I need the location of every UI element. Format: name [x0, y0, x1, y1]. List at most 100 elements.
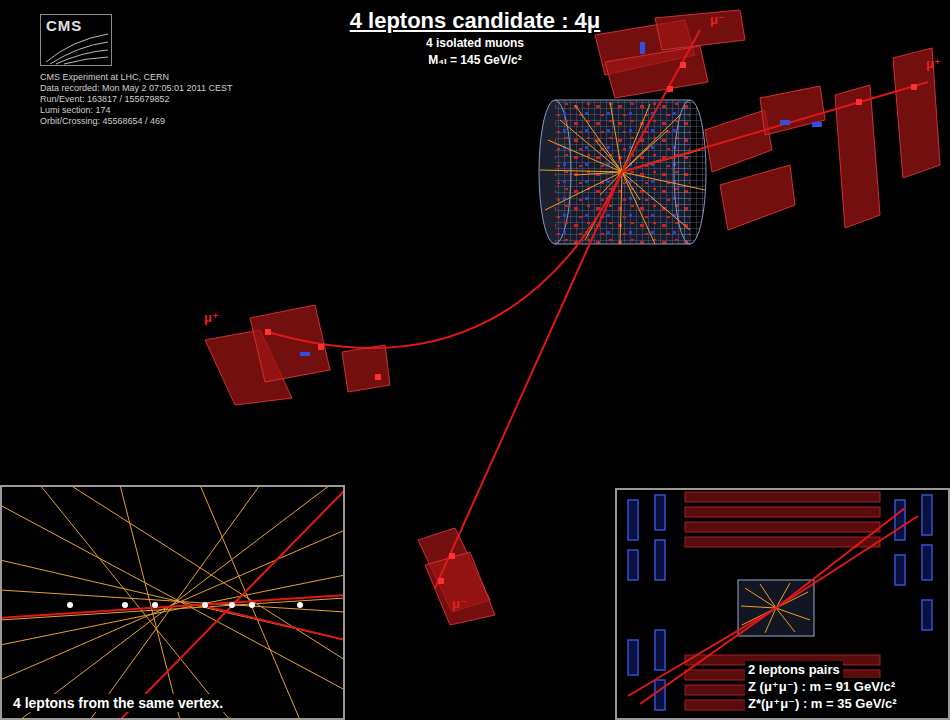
- node-text: Z*(μ⁺μ⁻) : m = 35 GeV/c²: [745, 695, 899, 712]
- side-view: [741, 606, 776, 608]
- muon-label: μ⁻: [710, 12, 725, 27]
- event-info: Run/Event: 163817 / 155679852: [40, 94, 170, 104]
- muon-segments: [780, 120, 790, 125]
- muon-hits: [438, 578, 444, 584]
- detector-barrel: [555, 100, 690, 101]
- muon-chambers: [342, 345, 390, 392]
- muon-segments: [300, 352, 310, 356]
- logo-curves: [46, 34, 108, 64]
- muon-tracks: [435, 172, 622, 588]
- muon-hits: [911, 84, 917, 90]
- inner-tracks: [622, 172, 690, 230]
- vertex-zoom: [70, 487, 343, 660]
- cms-logo: CMS: [40, 14, 112, 66]
- side-view: [617, 490, 948, 718]
- side-view: [628, 500, 638, 540]
- muon-segments: [812, 122, 822, 127]
- vertex-zoom: [200, 605, 343, 640]
- vertex-zoom: [122, 602, 128, 608]
- side-view: [760, 584, 776, 608]
- vertex-zoom: [297, 602, 303, 608]
- vertex-zoom: [2, 575, 343, 645]
- vertex-zoom: [200, 487, 300, 718]
- vertex-zoom: [152, 602, 158, 608]
- vertex-zoom: [2, 530, 343, 680]
- node-text: CMS: [46, 17, 82, 34]
- vertex-zoom: [229, 602, 235, 608]
- vertex-zoom: [2, 598, 343, 620]
- side-view: [628, 508, 918, 704]
- vertex-zoom: [202, 602, 208, 608]
- inner-tracks: [622, 172, 705, 190]
- vertex-zoom: [249, 602, 255, 608]
- vertex-zoom: [2, 487, 343, 718]
- logo-curves: [50, 42, 108, 64]
- muon-chambers: [605, 46, 708, 98]
- side-view: [922, 495, 932, 535]
- muon-chambers: [425, 552, 495, 625]
- muon-chambers: [705, 110, 772, 172]
- side-view: [922, 600, 932, 630]
- vertex-zoom: [2, 595, 343, 618]
- muon-tracks: [268, 172, 622, 348]
- inner-tracks: [620, 172, 622, 244]
- side-view: [628, 550, 638, 580]
- vertex-zoom: [67, 602, 73, 608]
- logo-curves: [64, 57, 108, 64]
- inner-tracks: [622, 104, 650, 172]
- inset-panel: 2 leptons pairsZ (μ⁺μ⁻) : m = 91 GeV/c²Z…: [615, 488, 950, 720]
- muon-hits: [265, 329, 271, 335]
- side-view: [617, 490, 948, 718]
- inner-tracks: [575, 172, 622, 175]
- event-info: Lumi section: 174: [40, 105, 111, 115]
- side-view: [685, 492, 880, 502]
- muon-hits: [318, 344, 324, 350]
- vertex-zoom: [120, 490, 343, 718]
- event-info: Orbit/Crossing: 45568654 / 469: [40, 116, 165, 126]
- vertex-zoom: [2, 487, 343, 718]
- side-view: [895, 500, 905, 540]
- side-view: [685, 537, 880, 547]
- side-view: [745, 588, 776, 608]
- node-text: Z (μ⁺μ⁻) : m = 91 GeV/c²: [745, 678, 898, 695]
- muon-label: μ⁻: [452, 596, 467, 611]
- side-view: [895, 555, 905, 585]
- inner-tracks: [622, 172, 640, 200]
- side-view: [655, 680, 665, 710]
- muon-segments: [640, 42, 645, 54]
- muon-segments: [300, 42, 822, 356]
- inset-panel: 4 leptons from the same vertex.: [0, 485, 345, 720]
- title: 4 leptons candidate : 4μ: [350, 8, 601, 34]
- event-info: CMS Experiment at LHC, CERN: [40, 72, 169, 82]
- detector-barrel: [555, 244, 690, 245]
- side-view: [922, 545, 932, 580]
- subtitle: 4 isolated muons: [426, 36, 524, 50]
- muon-tracks: [622, 82, 928, 172]
- muon-hits: [680, 62, 686, 68]
- side-view: [776, 516, 918, 608]
- inner-tracks: [545, 172, 622, 210]
- detector-barrel: [674, 100, 706, 244]
- muon-chambers: [720, 165, 795, 230]
- muon-hits: [375, 374, 381, 380]
- vertex-zoom: [2, 487, 343, 718]
- logo-curves: [56, 50, 108, 64]
- vertex-zoom: [67, 602, 303, 608]
- muon-hits: [856, 99, 862, 105]
- muon-label: μ⁺: [204, 310, 219, 325]
- inner-tracks: [622, 172, 655, 244]
- side-view: [655, 630, 665, 670]
- invariant-mass: M₄ₗ = 145 GeV/c²: [428, 53, 521, 67]
- inner-tracks: [595, 140, 622, 172]
- vertex-zoom: [2, 490, 343, 718]
- muon-label: μ⁺: [926, 56, 941, 71]
- side-view: [685, 507, 880, 517]
- node-text: 4 leptons from the same vertex.: [10, 694, 226, 712]
- node-text: 2 leptons pairs: [745, 661, 843, 678]
- vertex-zoom: [2, 505, 343, 690]
- inner-tracks: [540, 170, 622, 172]
